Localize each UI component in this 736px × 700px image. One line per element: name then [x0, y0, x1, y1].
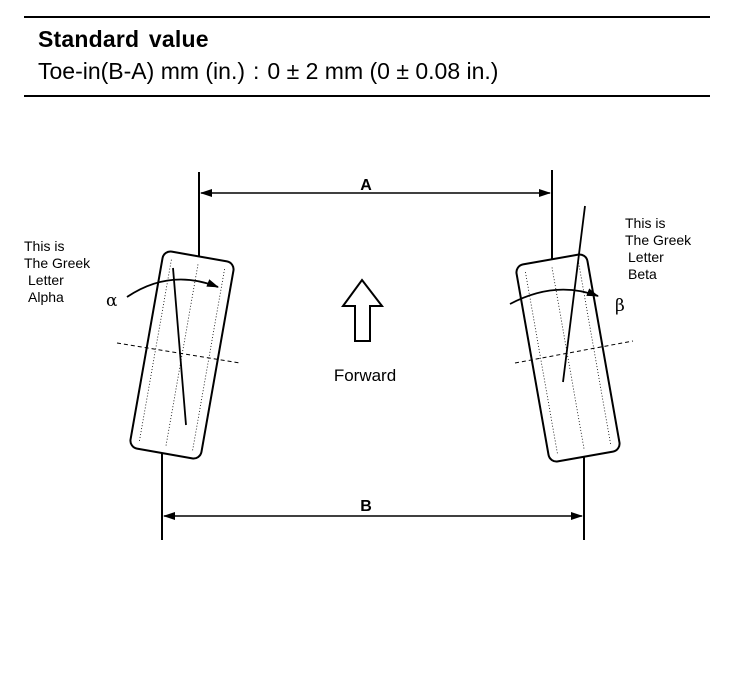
- beta-note-line: This is: [625, 215, 666, 231]
- alpha-note-line: Letter: [28, 272, 64, 288]
- dimension-a-label: A: [360, 177, 372, 194]
- left-wheel: [129, 250, 235, 460]
- alpha-symbol: α: [106, 291, 118, 311]
- toe-in-spec-label: Toe-in(B-A) mm (in.): [38, 58, 246, 84]
- alpha-note: This is The Greek Letter Alpha: [24, 238, 90, 306]
- beta-angle-arc: [509, 288, 599, 305]
- top-rule: [24, 16, 710, 18]
- beta-note-line: Letter: [628, 249, 664, 265]
- right-wheel-axis: [514, 340, 634, 364]
- right-wheel: [515, 253, 621, 463]
- left-wheel-centerline: [172, 267, 187, 426]
- left-wheel-tread-line: [165, 264, 199, 446]
- alpha-note-line: Alpha: [28, 289, 64, 305]
- right-wheel-tread-line: [525, 272, 558, 454]
- forward-label: Forward: [334, 366, 396, 385]
- standard-value-heading: Standard value: [38, 26, 209, 52]
- beta-symbol: β: [615, 296, 625, 316]
- dimension-b-label: B: [360, 498, 372, 515]
- forward-arrow-icon: [341, 278, 385, 342]
- right-wheel-tire: [515, 253, 621, 463]
- dimension-b: B: [161, 448, 585, 540]
- toe-in-spec: Toe-in(B-A) mm (in.):0 ± 2 mm (0 ± 0.08 …: [38, 58, 498, 85]
- right-wheel-tread-line: [551, 267, 585, 449]
- dimension-a: A: [198, 170, 553, 268]
- beta-note: This is The Greek Letter Beta: [625, 215, 691, 283]
- alpha-angle-arc: [126, 278, 219, 298]
- left-wheel-tire: [129, 250, 235, 460]
- alpha-note-line: This is: [24, 238, 65, 254]
- bottom-rule: [24, 95, 710, 97]
- toe-in-spec-separator: :: [253, 58, 260, 84]
- right-wheel-tread-line: [578, 262, 611, 444]
- left-wheel-tread-line: [139, 259, 172, 441]
- toe-in-spec-value: 0 ± 2 mm (0 ± 0.08 in.): [267, 58, 499, 84]
- right-wheel-centerline: [562, 205, 586, 383]
- alpha-note-line: The Greek: [24, 255, 91, 271]
- beta-note-line: The Greek: [625, 232, 692, 248]
- beta-note-line: Beta: [628, 266, 657, 282]
- left-wheel-tread-line: [192, 269, 225, 451]
